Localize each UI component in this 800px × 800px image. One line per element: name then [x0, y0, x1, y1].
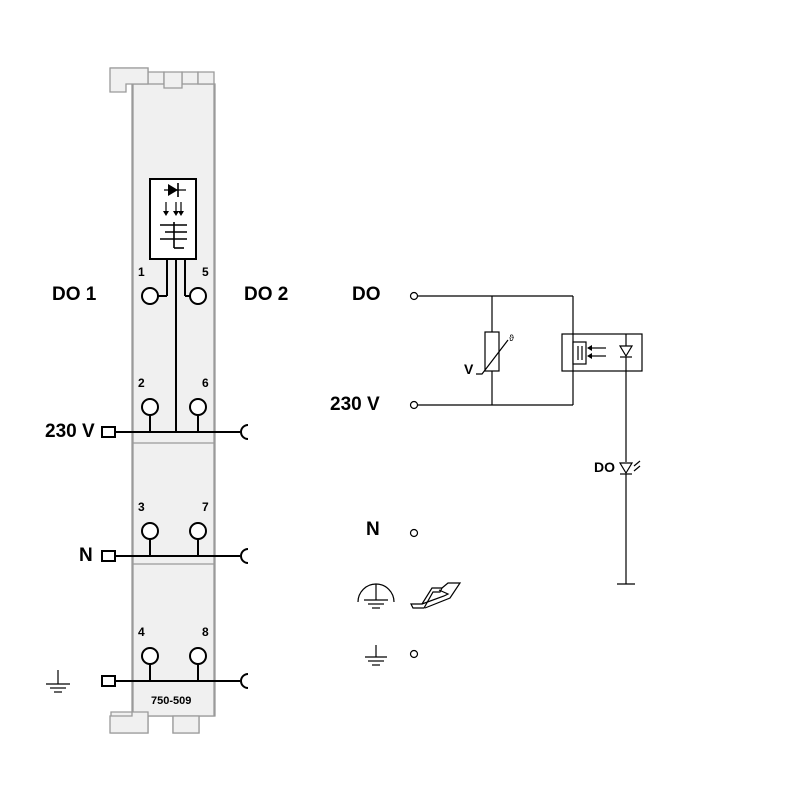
schematic: DO 230 V N ϑ V: [330, 284, 643, 666]
svg-text:ϑ: ϑ: [509, 333, 514, 343]
pin-label-5: 5: [202, 265, 209, 279]
power-contacts: [101, 424, 249, 689]
pin-8[interactable]: [189, 647, 207, 665]
led-label: DO: [594, 459, 615, 475]
schematic-do-label: DO: [352, 284, 381, 305]
pin-6[interactable]: [189, 398, 207, 416]
pin-label-3: 3: [138, 500, 145, 514]
pin-1[interactable]: [141, 287, 159, 305]
pin-label-7: 7: [202, 500, 209, 514]
pins: [141, 287, 207, 681]
label-do2: DO 2: [244, 284, 288, 305]
schematic-230v-label: 230 V: [330, 394, 380, 415]
pin-label-8: 8: [202, 625, 209, 639]
label-do1: DO 1: [52, 284, 97, 305]
din-rail-icon: [410, 582, 462, 609]
pin-label-2: 2: [138, 376, 145, 390]
pin-4[interactable]: [141, 647, 159, 665]
output-block: [149, 178, 197, 260]
label-230v: 230 V: [45, 421, 95, 442]
varistor-label: V: [464, 361, 474, 377]
protective-earth-icon: [357, 583, 395, 609]
optocoupler-icon: [561, 333, 643, 372]
ground-icon: [46, 670, 70, 693]
pin-label-1: 1: [138, 265, 145, 279]
varistor-icon: ϑ: [476, 331, 514, 375]
pin-7[interactable]: [189, 522, 207, 540]
ground-icon: [365, 645, 387, 666]
led-icon: [618, 460, 641, 475]
pin-3[interactable]: [141, 522, 159, 540]
triac-icon: [164, 183, 186, 197]
pin-5[interactable]: [189, 287, 207, 305]
schematic-n-label: N: [366, 519, 380, 540]
model-number: 750-509: [151, 695, 191, 707]
pin-label-4: 4: [138, 625, 145, 639]
pin-label-6: 6: [202, 376, 209, 390]
pin-2[interactable]: [141, 398, 159, 416]
label-n: N: [79, 545, 93, 566]
